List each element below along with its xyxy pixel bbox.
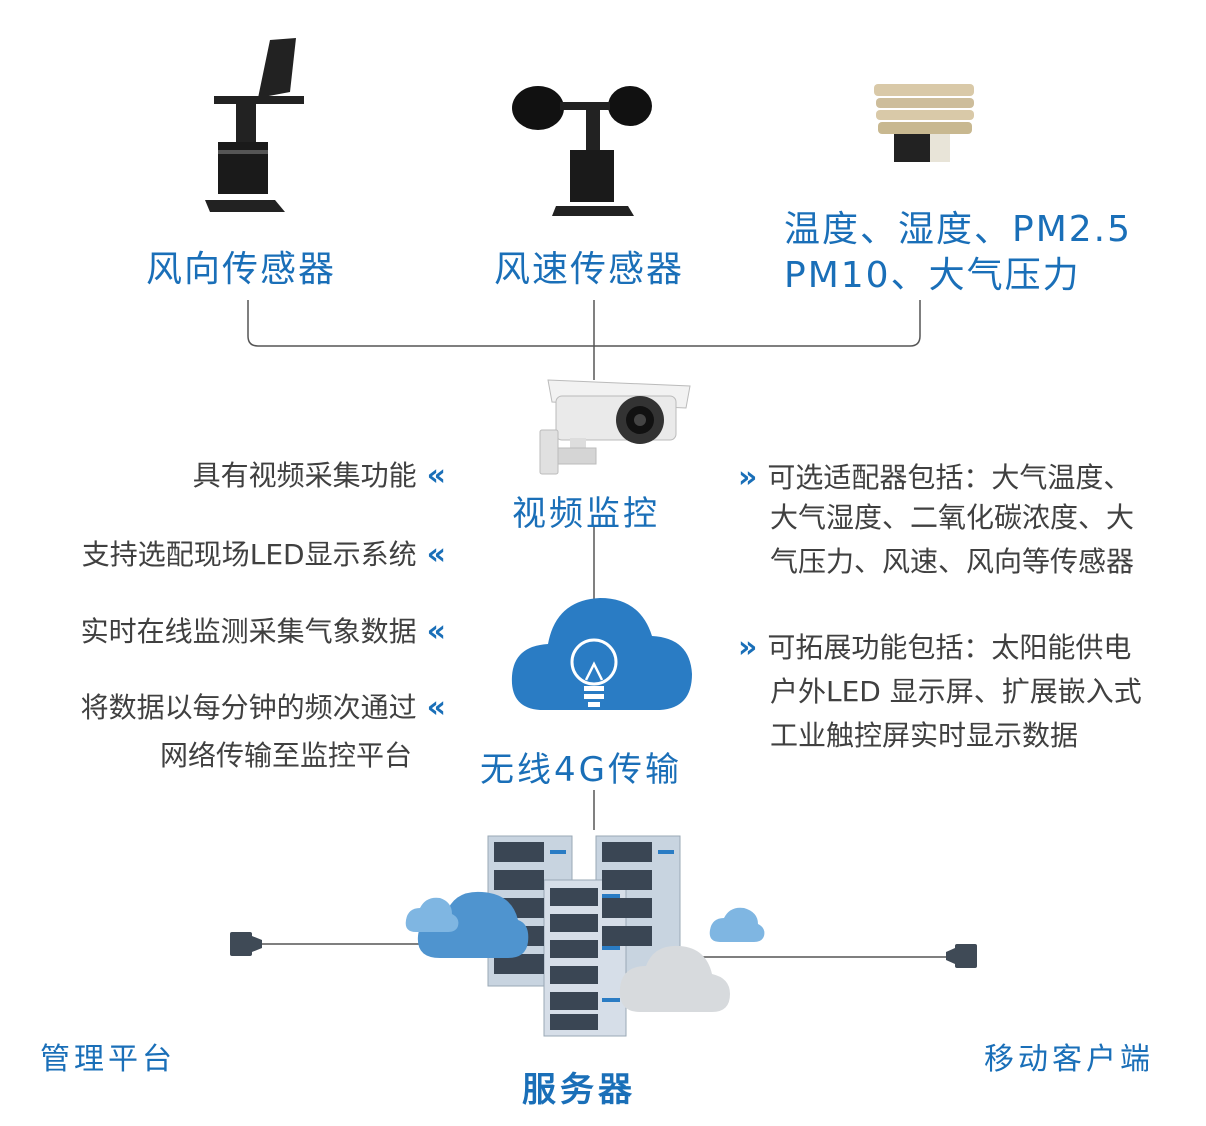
cloud-small-right-icon [709, 907, 765, 942]
env-sensor-label-line2: PM10、大气压力 [784, 255, 1081, 296]
chevron-left-icon: « [426, 690, 446, 725]
left-feature-4: 将数据以每分钟的频次通过 « [81, 688, 446, 728]
server-label: 服务器 [522, 1070, 636, 1110]
right-feature-1-line2: 大气湿度、二氧化碳浓度、大 [770, 501, 1135, 534]
wind-direction-label: 风向传感器 [146, 249, 337, 290]
left-feature-1: 具有视频采集功能 « [193, 456, 446, 496]
wireless-4g-label: 无线4G传输 [480, 750, 682, 790]
mobile-client-label: 移动客户端 [984, 1042, 1154, 1077]
left-feature-2: 支持选配现场LED显示系统 « [82, 535, 446, 575]
chevron-left-icon: « [426, 458, 446, 493]
management-platform-label: 管理平台 [40, 1042, 176, 1077]
cloud-small-left-icon [405, 897, 459, 932]
cloud-blue-icon [417, 891, 529, 958]
management-plug-icon [230, 932, 262, 956]
left-feature-4b: 网络传输至监控平台 [159, 739, 412, 772]
cloud-bulb-icon [511, 598, 692, 710]
right-feature-2-line1: 可拓展功能包括：太阳能供电 [767, 631, 1132, 664]
left-feature-text: 实时在线监测采集气象数据 [80, 615, 417, 648]
left-feature-3: 实时在线监测采集气象数据 « [81, 612, 446, 652]
wind-speed-sensor-icon [512, 86, 652, 216]
right-feature-1-line1: 可选适配器包括：大气温度、 [767, 461, 1132, 494]
left-feature-text: 支持选配现场LED显示系统 [81, 538, 417, 571]
right-feature-1-line3: 气压力、风速、风向等传感器 [770, 545, 1135, 578]
surveillance-camera-icon [539, 379, 691, 475]
chevron-left-icon: « [426, 614, 446, 649]
right-feature-1: » 可选适配器包括：大气温度、 大气湿度、二氧化碳浓度、大 气压力、风速、风向等传… [738, 458, 1134, 582]
environment-sensor-icon [874, 84, 974, 162]
wind-speed-label: 风速传感器 [494, 249, 685, 290]
right-feature-2: » 可拓展功能包括：太阳能供电 户外LED 显示屏、扩展嵌入式 工业触控屏实时显示… [738, 628, 1142, 756]
left-feature-text: 将数据以每分钟的频次通过 [80, 691, 417, 724]
left-feature-text: 具有视频采集功能 [192, 459, 417, 492]
chevron-right-icon: » [738, 460, 758, 495]
env-sensor-label-line1: 温度、湿度、PM2.5 [784, 209, 1133, 250]
wind-direction-sensor-icon [205, 38, 304, 212]
right-feature-2-line2: 户外LED 显示屏、扩展嵌入式 [770, 675, 1142, 708]
mobile-plug-icon [946, 944, 977, 968]
chevron-left-icon: « [426, 537, 446, 572]
chevron-right-icon: » [738, 630, 758, 665]
sensor-bracket-line [247, 300, 921, 347]
cloud-gray-icon [619, 945, 730, 1012]
right-feature-2-line3: 工业触控屏实时显示数据 [770, 719, 1079, 752]
video-monitor-label: 视频监控 [512, 494, 660, 534]
